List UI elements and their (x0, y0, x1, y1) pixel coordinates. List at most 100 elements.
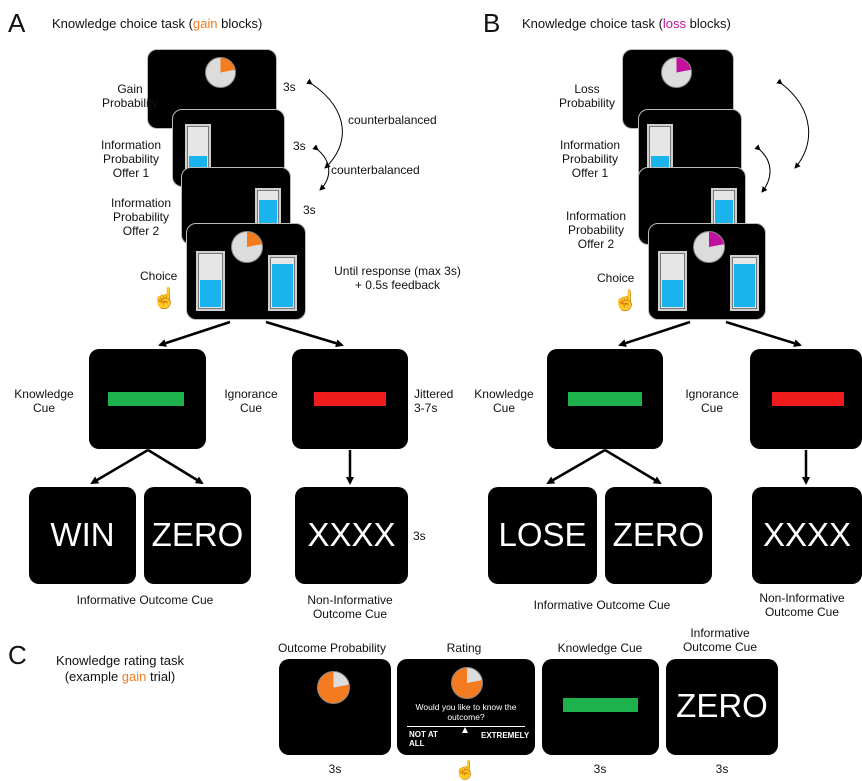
panel-c-title-line2: (example gain trial) (64, 669, 176, 684)
rating-slider-marker[interactable] (462, 727, 468, 733)
outcome-xxxx-screen-b: XXXX (752, 487, 862, 584)
knowledge-cue-bar-c (563, 698, 638, 712)
arrow-choice-to-knowledge-a (158, 320, 231, 347)
panel-letter-b: B (483, 8, 501, 38)
choice-screen (186, 223, 306, 320)
counterbalanced-label-2: counterbalanced (331, 163, 420, 177)
choice-screen-b (648, 223, 766, 320)
outcome-zero-text-c: ZERO (676, 687, 768, 724)
informative-outcome-screen-c: ZERO (666, 659, 778, 755)
outcome-lose-text: LOSE (498, 516, 587, 553)
informative-outcome-label-a: Informative Outcome Cue (76, 593, 214, 607)
choice-pie-b (693, 231, 725, 263)
choice-bar-right-b (730, 255, 759, 311)
panel-letter-a: A (8, 8, 26, 38)
panel-c-title-line1: Knowledge rating task (56, 653, 184, 668)
arrow-choice-to-knowledge-b (618, 320, 691, 347)
arrow-knowledge-to-zero-b (604, 448, 662, 485)
outcome-zero-screen-b: ZERO (605, 487, 712, 584)
rating-screen: Would you like to know the outcome? NOT … (397, 659, 535, 755)
knowledge-cue-screen-c (542, 659, 659, 755)
arrow-choice-to-ignorance-b (725, 320, 802, 348)
outcome-xxxx-screen-a: XXXX (295, 487, 408, 584)
knowledge-cue-bar-b (568, 392, 642, 406)
knowledge-cue-screen-a (89, 349, 206, 449)
scale-high-label: EXTREMELY (481, 731, 530, 740)
outcome-probability-pie (317, 671, 350, 704)
arrow-knowledge-to-zero-a (147, 448, 204, 485)
choice-bar-left (196, 251, 225, 311)
knowledge-cue-label-b: Knowledge Cue (474, 387, 534, 415)
hand-pointer-icon-c: ☝ (454, 760, 477, 780)
gain-probability-pie (205, 57, 236, 88)
counterbalanced-arrow-1 (306, 78, 343, 169)
time-3s-3: 3s (303, 203, 316, 217)
informative-outcome-label-c: Informative Outcome Cue (682, 626, 758, 654)
arrow-knowledge-to-win (90, 448, 149, 485)
info-offer-1-label-b: Information Probability Offer 1 (559, 138, 621, 180)
response-time-label: Until response (max 3s) + 0.5s feedback (334, 264, 461, 292)
panel-letter-c: C (8, 640, 27, 670)
time-3s-c4: 3s (715, 762, 729, 776)
counterbalanced-arrow-2 (312, 144, 330, 191)
rating-question: Would you like to know the outcome? (415, 702, 517, 722)
hand-pointer-icon: ☝ (152, 288, 177, 310)
choice-label: Choice (140, 269, 178, 283)
arrow-choice-to-ignorance-a (265, 320, 344, 348)
noninformative-outcome-label-a: Non-Informative Outcome Cue (307, 593, 393, 621)
time-3s-c1: 3s (328, 762, 342, 776)
ignorance-cue-bar (314, 392, 386, 406)
outcome-xxxx-text-b: XXXX (762, 516, 852, 553)
gain-word: gain (192, 16, 218, 31)
outcome-zero-text-b: ZERO (612, 516, 705, 553)
ignorance-cue-label-b: Ignorance Cue (685, 387, 739, 415)
time-3s-2: 3s (293, 139, 306, 153)
loss-probability-label: Loss Probability (558, 82, 616, 110)
informative-outcome-label-b: Informative Outcome Cue (533, 598, 671, 612)
panel-a-title: Knowledge choice task (gain blocks) (52, 16, 263, 31)
knowledge-cue-screen-b (547, 349, 663, 449)
outcome-zero-text-a: ZERO (151, 516, 244, 553)
counterbalanced-arrow-b1 (776, 78, 810, 169)
ignorance-cue-screen-a (292, 349, 408, 449)
info-offer-2-label-b: Information Probability Offer 2 (565, 209, 627, 251)
time-3s-1: 3s (283, 80, 296, 94)
ignorance-cue-bar-b (772, 392, 844, 406)
counterbalanced-arrow-b2 (754, 144, 771, 193)
outcome-zero-screen-a: ZERO (144, 487, 251, 584)
scale-low-label: NOT AT ALL (409, 730, 438, 748)
choice-bar-right (268, 255, 297, 311)
rating-scale-line[interactable] (407, 726, 525, 727)
info-offer-2-label: Information Probability Offer 2 (110, 196, 172, 238)
outcome-xxxx-text-a: XXXX (307, 516, 396, 553)
knowledge-cue-bar (108, 392, 184, 406)
loss-probability-pie (661, 57, 692, 88)
knowledge-cue-label-c: Knowledge Cue (557, 641, 643, 655)
outcome-time-label: 3s (413, 529, 426, 543)
outcome-probability-screen (279, 659, 391, 755)
info-offer-1-label: Information Probability Offer 1 (100, 138, 162, 180)
choice-bar-left-b (658, 251, 687, 311)
gain-word-c: gain (121, 669, 147, 684)
outcome-win-screen: WIN (29, 487, 136, 584)
choice-label-b: Choice (597, 271, 635, 285)
hand-pointer-icon-b: ☝ (613, 290, 638, 312)
arrow-knowledge-to-lose (546, 448, 606, 485)
outcome-win-text: WIN (50, 516, 115, 553)
time-3s-c3: 3s (593, 762, 607, 776)
choice-pie (231, 231, 263, 263)
rating-pie (451, 667, 483, 699)
gain-probability-label: Gain Probability (101, 82, 159, 110)
outcome-probability-label: Outcome Probability (277, 641, 387, 655)
jitter-label: Jittered 3-7s (414, 387, 454, 415)
counterbalanced-label-1: counterbalanced (348, 113, 437, 127)
knowledge-cue-label-a: Knowledge Cue (14, 387, 74, 415)
ignorance-cue-screen-b (750, 349, 862, 449)
panel-b-title: Knowledge choice task (loss blocks) (522, 16, 731, 31)
rating-label: Rating (446, 641, 482, 655)
loss-word: loss (662, 16, 687, 31)
ignorance-cue-label-a: Ignorance Cue (224, 387, 278, 415)
noninformative-outcome-label-b: Non-Informative Outcome Cue (759, 591, 845, 619)
outcome-lose-screen: LOSE (488, 487, 597, 584)
